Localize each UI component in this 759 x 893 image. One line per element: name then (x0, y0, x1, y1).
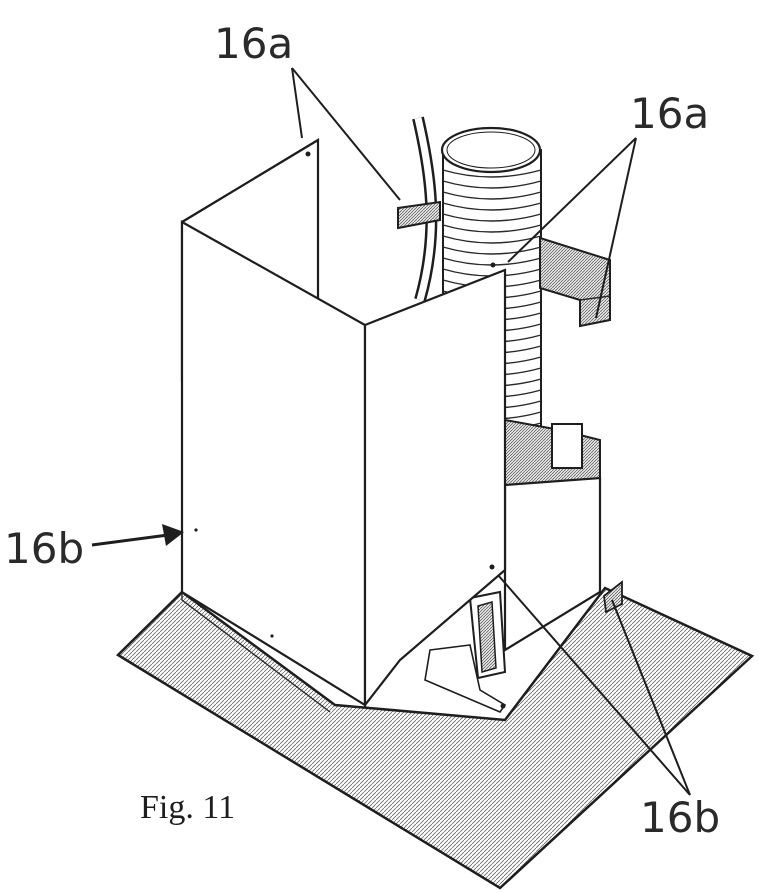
label-16b-left: 16b (4, 524, 84, 573)
mounting-bracket-right (539, 236, 611, 328)
base-plate (115, 586, 755, 890)
figure-caption: Fig. 11 (140, 789, 235, 826)
arrow-16b-left (91, 524, 184, 547)
mounting-bracket-left (397, 200, 441, 230)
label-16a-top-left: 16a (214, 19, 293, 68)
duct-rib (442, 235, 542, 244)
duct-rib (442, 169, 542, 178)
duct-rib (442, 213, 542, 222)
duct-rib (442, 224, 542, 233)
label-16a-top-right: 16a (630, 89, 709, 138)
retaining-clip-right (603, 580, 623, 614)
chimney-front-right-panel (363, 268, 507, 709)
screw-marks (194, 151, 506, 709)
duct-rib (442, 202, 542, 211)
duct-rib (442, 246, 542, 255)
label-16b-bottom-right: 16b (640, 793, 720, 842)
duct-rib (442, 180, 542, 189)
panel-top-edge (181, 139, 319, 223)
base-plate-edge (181, 592, 331, 713)
duct-rib (442, 191, 542, 200)
leader-lines (291, 67, 691, 796)
control-box (424, 590, 507, 713)
inner-chimney-body (503, 476, 602, 652)
